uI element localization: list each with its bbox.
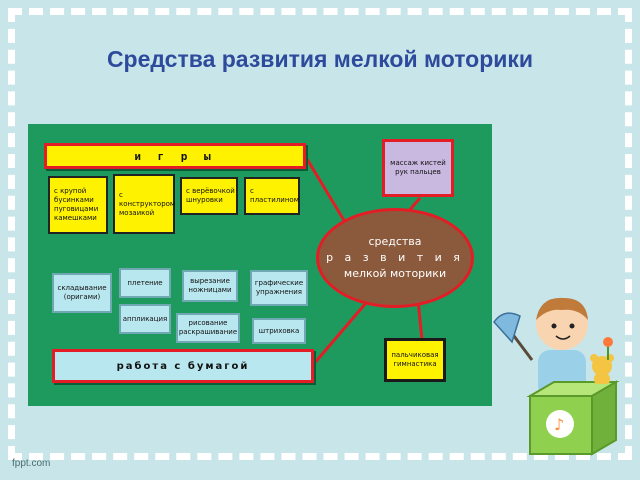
paper-item-weaving: плетение — [119, 268, 171, 298]
svg-text:♪: ♪ — [554, 415, 564, 434]
paper-bar: работа с бумагой — [52, 349, 314, 383]
paper-item-drawing: рисование раскрашивание — [176, 313, 240, 343]
game-item-cereal: с крупой бусинками пуговицами камешками — [48, 176, 108, 234]
finger-gym-box: пальчиковая гимнастика — [384, 338, 446, 382]
paper-item-origami: складывание (оригами) — [52, 273, 112, 313]
kid-illustration: ♪ — [493, 297, 620, 456]
massage-box: массаж кистей рук пальцев — [382, 139, 454, 197]
center-ellipse: средства р а з в и т и я мелкой моторики — [316, 208, 474, 308]
game-item-rope: с верёвочкой шнуровки — [180, 177, 238, 215]
game-item-plasticine: с пластилином — [244, 177, 300, 215]
center-line-2: р а з в и т и я — [326, 251, 464, 264]
paper-item-graphic: графические упражнения — [250, 270, 308, 306]
center-line-3: мелкой моторики — [343, 267, 447, 280]
paper-item-cutting: вырезание ножницами — [182, 270, 238, 302]
dashed-frame — [8, 8, 632, 460]
paper-item-hatching: штриховка — [252, 318, 306, 344]
center-line-1: средства — [368, 235, 422, 248]
paper-item-applique: аппликация — [119, 304, 171, 334]
game-item-constructor: с конструктором мозаикой — [113, 174, 175, 234]
games-bar: и г р ы — [44, 143, 306, 169]
page-title: Средства развития мелкой моторики — [106, 46, 534, 72]
footer-brand: fppt.com — [12, 458, 51, 469]
